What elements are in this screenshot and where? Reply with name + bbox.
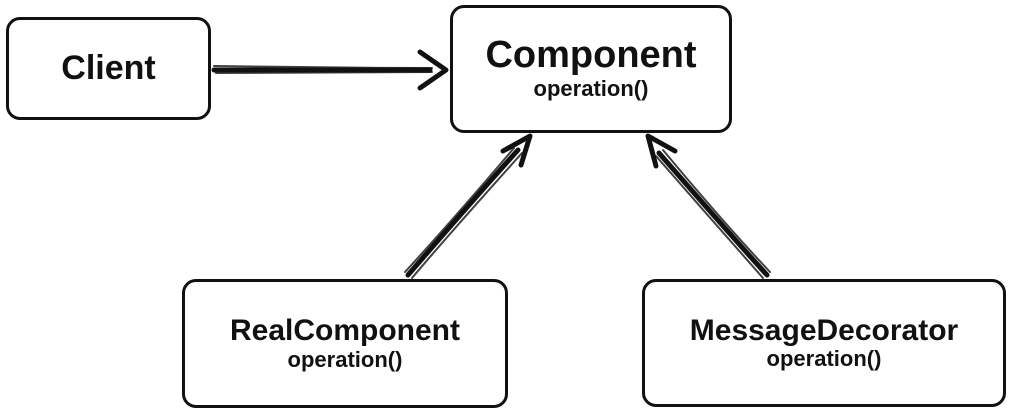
message-decorator-method: operation(): [766, 346, 882, 372]
message-decorator-node: MessageDecorator operation(): [642, 279, 1006, 407]
real-component-title: RealComponent: [229, 314, 460, 348]
client-to-component-arrow: [211, 49, 449, 91]
realcomponent-to-component-arrow: [404, 133, 533, 279]
client-title: Client: [61, 48, 156, 87]
component-title: Component: [485, 34, 697, 77]
client-node: Client: [6, 17, 211, 120]
real-component-method: operation(): [287, 346, 403, 372]
real-component-node: RealComponent operation(): [182, 279, 508, 408]
component-method: operation(): [533, 76, 649, 102]
component-node: Component operation(): [450, 5, 732, 133]
message-decorator-title: MessageDecorator: [689, 313, 959, 347]
messagedecorator-to-component-arrow: [645, 133, 771, 279]
